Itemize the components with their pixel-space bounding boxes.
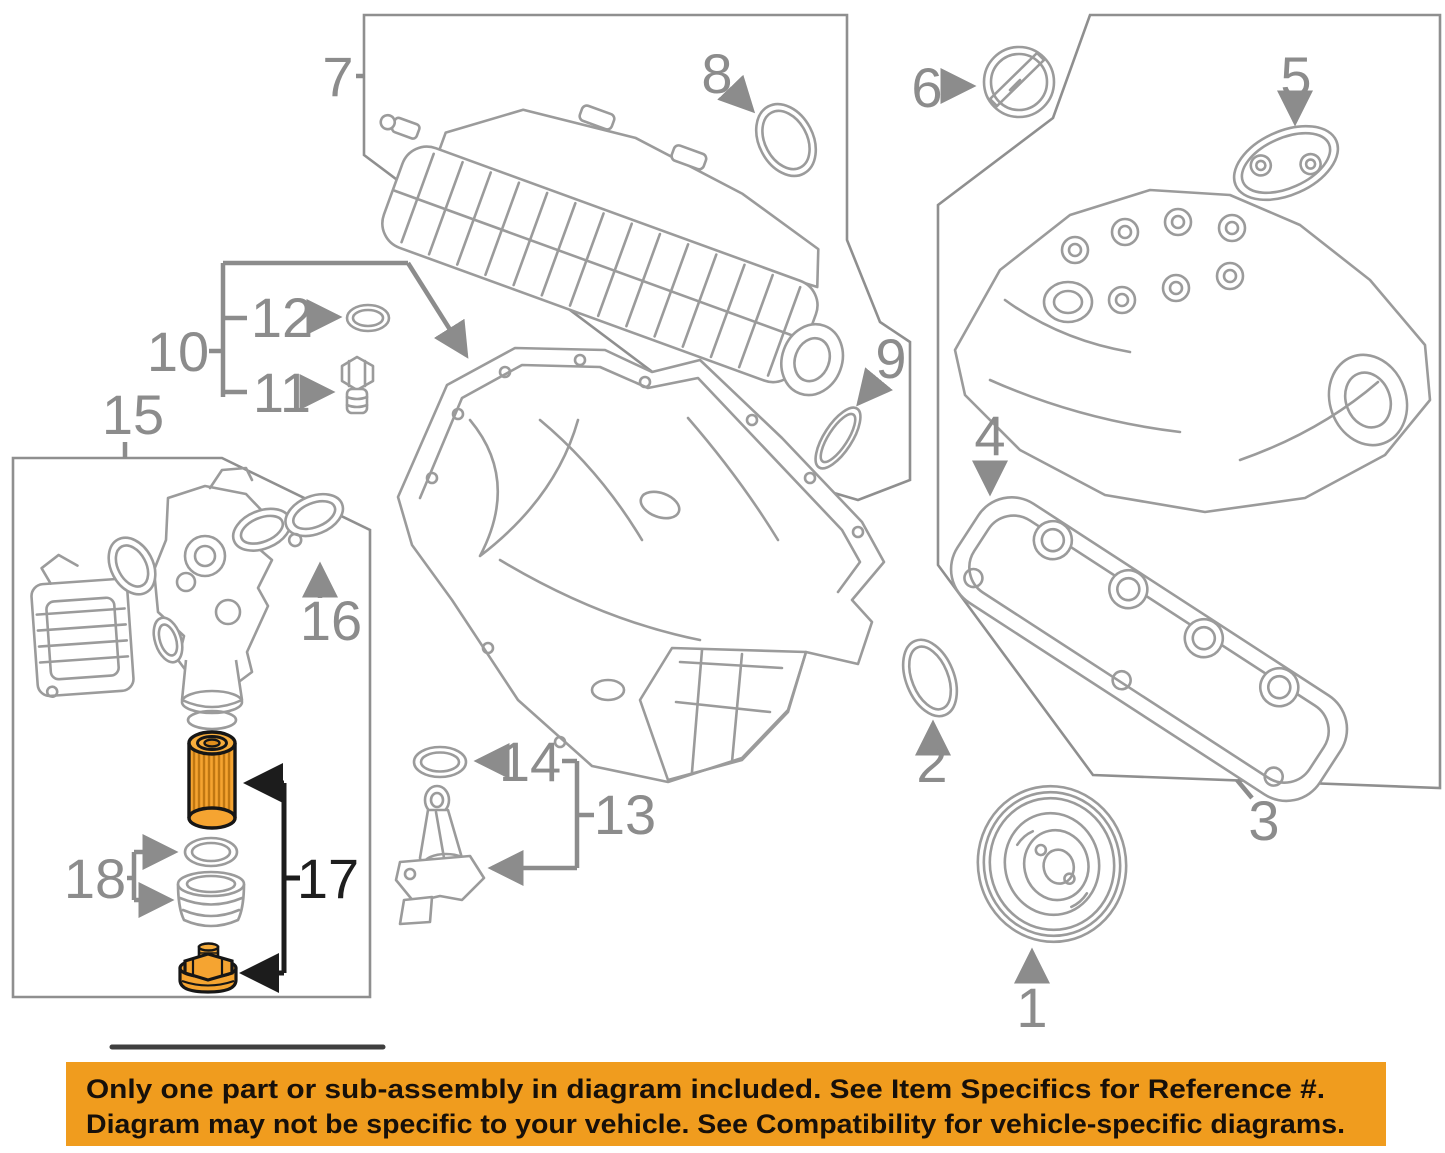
callout-17-label: 17: [297, 847, 359, 910]
highlight-bracket-17: [239, 763, 300, 993]
callout-14-label: 14: [499, 730, 561, 793]
callout-10-label: 10: [147, 320, 209, 383]
callout-13-label: 13: [594, 783, 656, 846]
callout-7-label: 7: [322, 45, 353, 108]
filter-cap-oring-sketch: [183, 836, 239, 868]
disclaimer-banner: Only one part or sub-assembly in diagram…: [66, 1062, 1386, 1146]
callout-6-label: 6: [911, 56, 942, 119]
oil-level-sensor-sketch: [394, 784, 486, 926]
valve-cover-gasket-sketch: [949, 496, 1349, 803]
panel-intake-manifold: [362, 13, 912, 502]
callout-1-label: 1: [1016, 976, 1047, 1039]
callout-3-label: 3: [1248, 789, 1279, 852]
intake-manifold-sketch: [379, 104, 845, 397]
oil-filter-drain-plug: [178, 942, 238, 994]
oil-filter-housing-sketch: [152, 466, 274, 731]
callout-9-label: 9: [875, 327, 906, 390]
callout-18-label: 18: [64, 847, 126, 910]
camshaft-seal-sketch: [901, 638, 959, 718]
housing-seal2-sketch: [152, 616, 184, 664]
callout-2-label: 2: [916, 731, 947, 794]
housing-gasket-sketch: [231, 492, 345, 552]
disclaimer-line-2: Diagram may not be specific to your vehi…: [86, 1109, 1345, 1139]
valve-cover-sketch: [953, 188, 1432, 514]
oil-filler-cap-sketch: [982, 45, 1056, 119]
throttle-seal-sketch: [754, 102, 818, 178]
callout-5-label: 5: [1280, 45, 1311, 108]
callout-11-label: 11: [253, 361, 311, 424]
crank-pulley-sketch: [976, 784, 1128, 944]
callout-12-label: 12: [251, 286, 313, 349]
panel-valve-cover: [936, 13, 1442, 790]
manifold-seal-sketch: [814, 406, 862, 470]
oil-filter-element: [187, 730, 237, 830]
oil-pan-sketch: [396, 346, 886, 784]
housing-seal-sketch: [107, 536, 157, 596]
callout-16-label: 16: [300, 589, 362, 652]
oil-cooler-sketch: [30, 553, 135, 699]
callout-4-label: 4: [974, 404, 1005, 467]
callout-leaders: [122, 68, 1313, 984]
disclaimer-banner-background: [66, 1062, 1386, 1146]
cap-gasket-plate-sketch: [1232, 124, 1340, 202]
sensor-oring-sketch: [412, 745, 468, 779]
drain-plug-gasket-sketch: [345, 303, 391, 333]
disclaimer-line-1: Only one part or sub-assembly in diagram…: [86, 1074, 1325, 1104]
panel-oil-filter-housing: [11, 456, 372, 999]
callout-8-label: 8: [701, 42, 732, 105]
filter-cap-sketch: [176, 870, 246, 928]
drain-plug-bolt-sketch: [340, 355, 375, 415]
callout-15-label: 15: [102, 383, 164, 446]
